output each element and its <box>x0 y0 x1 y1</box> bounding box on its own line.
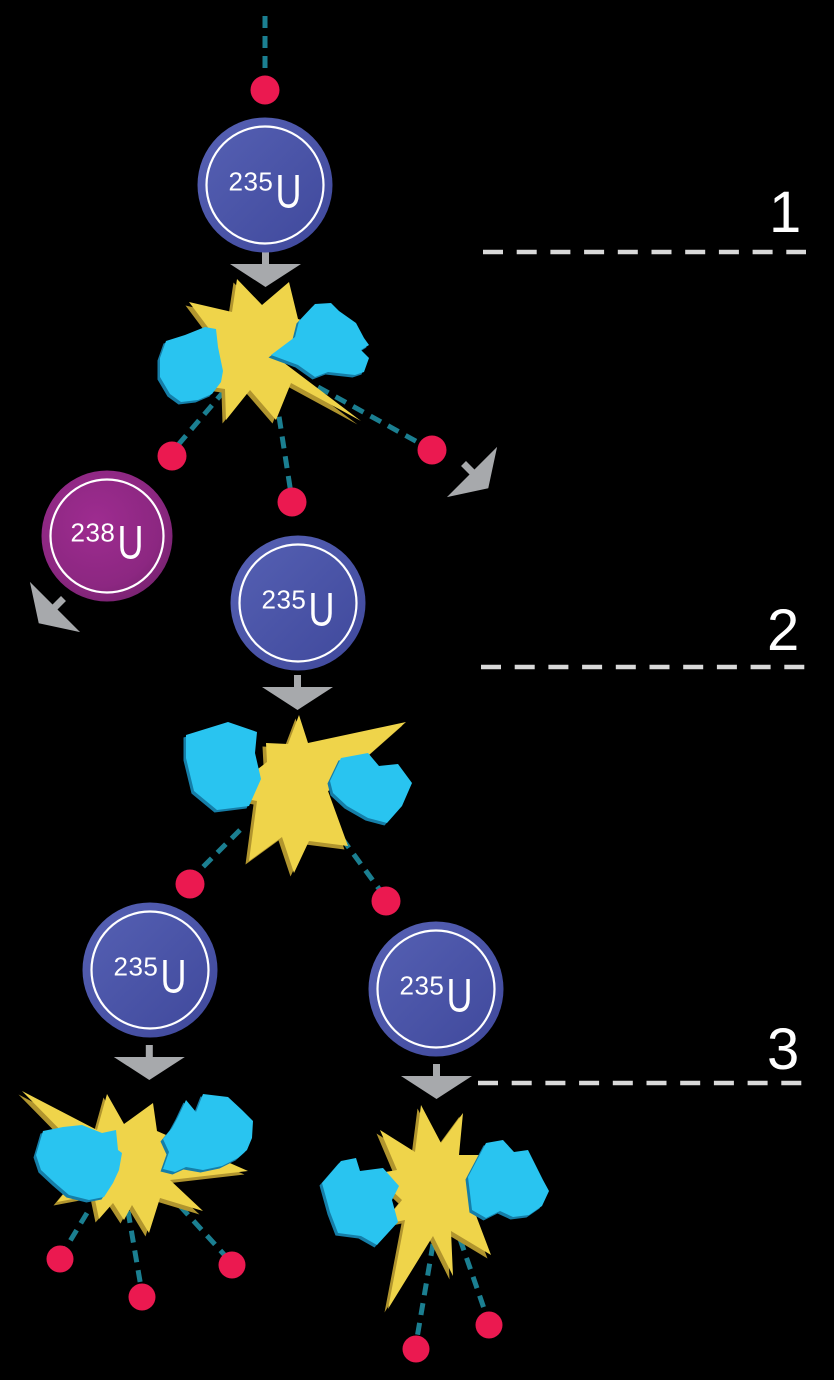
svg-text:3: 3 <box>767 1017 799 1082</box>
svg-text:2: 2 <box>767 598 799 663</box>
svg-text:1: 1 <box>769 180 801 245</box>
